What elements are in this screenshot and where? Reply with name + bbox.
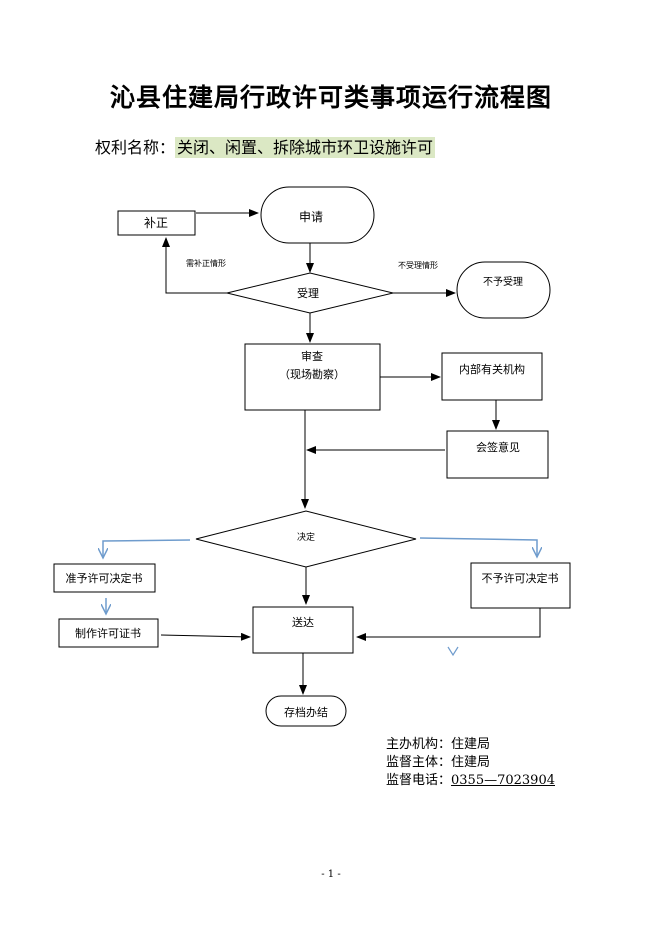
songda-label: 送达 <box>292 615 314 629</box>
songda-box <box>252 606 354 654</box>
bushouli-node <box>456 261 551 319</box>
arrow-buyu-to-songda <box>356 608 541 641</box>
shenqing-node <box>260 186 375 244</box>
bushouli-qingxing-label: 不受理情形 <box>398 260 438 270</box>
bushouli-label: 不予受理 <box>483 276 523 288</box>
neibu-label: 内部有关机构 <box>459 362 525 376</box>
huiqian-box <box>446 430 549 479</box>
page-number: - 1 - <box>321 869 341 880</box>
rights-name: 权利名称：关闭、闲置、拆除城市环卫设施许可 <box>95 134 436 158</box>
page-title: 沁县住建局行政许可类事项运行流程图 <box>109 83 552 112</box>
org-value: 住建局 <box>451 737 491 752</box>
jueding-diamond <box>195 510 417 568</box>
xubuzheng-label: 需补正情形 <box>186 258 226 268</box>
sup-label: 监督主体： <box>386 755 452 770</box>
jueding-label: 决定 <box>297 531 315 543</box>
footer-info: 主办机构：住建局 监督主体：住建局 监督电话：0355—7023904 <box>386 736 555 790</box>
shouli-label: 受理 <box>297 287 319 300</box>
buyu-box <box>470 562 571 609</box>
rights-label: 权利名称： <box>95 138 176 157</box>
arrow-jueding-to-buyu <box>419 537 537 557</box>
buyu-label: 不予许可决定书 <box>482 571 559 585</box>
zhunyu-box <box>53 563 156 593</box>
buzheng-label: 补正 <box>144 216 168 230</box>
zhunyu-label: 准予许可决定书 <box>66 571 143 585</box>
org-line: 主办机构：住建局 <box>386 736 555 754</box>
tel-line: 监督电话：0355—7023904 <box>386 772 555 790</box>
cundang-label: 存档办结 <box>284 705 328 719</box>
cundang-node <box>265 695 347 727</box>
neibu-box <box>441 352 543 401</box>
rights-value: 关闭、闲置、拆除城市环卫设施许可 <box>175 137 436 158</box>
tel-label: 监督电话： <box>386 773 452 788</box>
arrow-shouli-to-buzheng <box>162 237 227 294</box>
arrow-jueding-to-zhunyu <box>103 539 191 558</box>
shencha-sub-label: （现场勘察） <box>279 367 345 381</box>
org-label: 主办机构： <box>386 737 452 752</box>
huiqian-label: 会签意见 <box>476 440 520 454</box>
shenqing-label: 申请 <box>299 210 323 224</box>
buzheng-box <box>117 210 196 236</box>
sup-line: 监督主体：住建局 <box>386 754 555 772</box>
sup-value: 住建局 <box>451 755 491 770</box>
arrow-zhizuo-to-songda <box>160 632 251 641</box>
shencha-label: 审查 <box>301 349 323 363</box>
stray-arrowhead <box>447 646 459 657</box>
zhizuo-label: 制作许可证书 <box>75 627 141 640</box>
tel-value: 0355—7023904 <box>451 773 555 788</box>
zhizuo-box <box>58 618 159 648</box>
